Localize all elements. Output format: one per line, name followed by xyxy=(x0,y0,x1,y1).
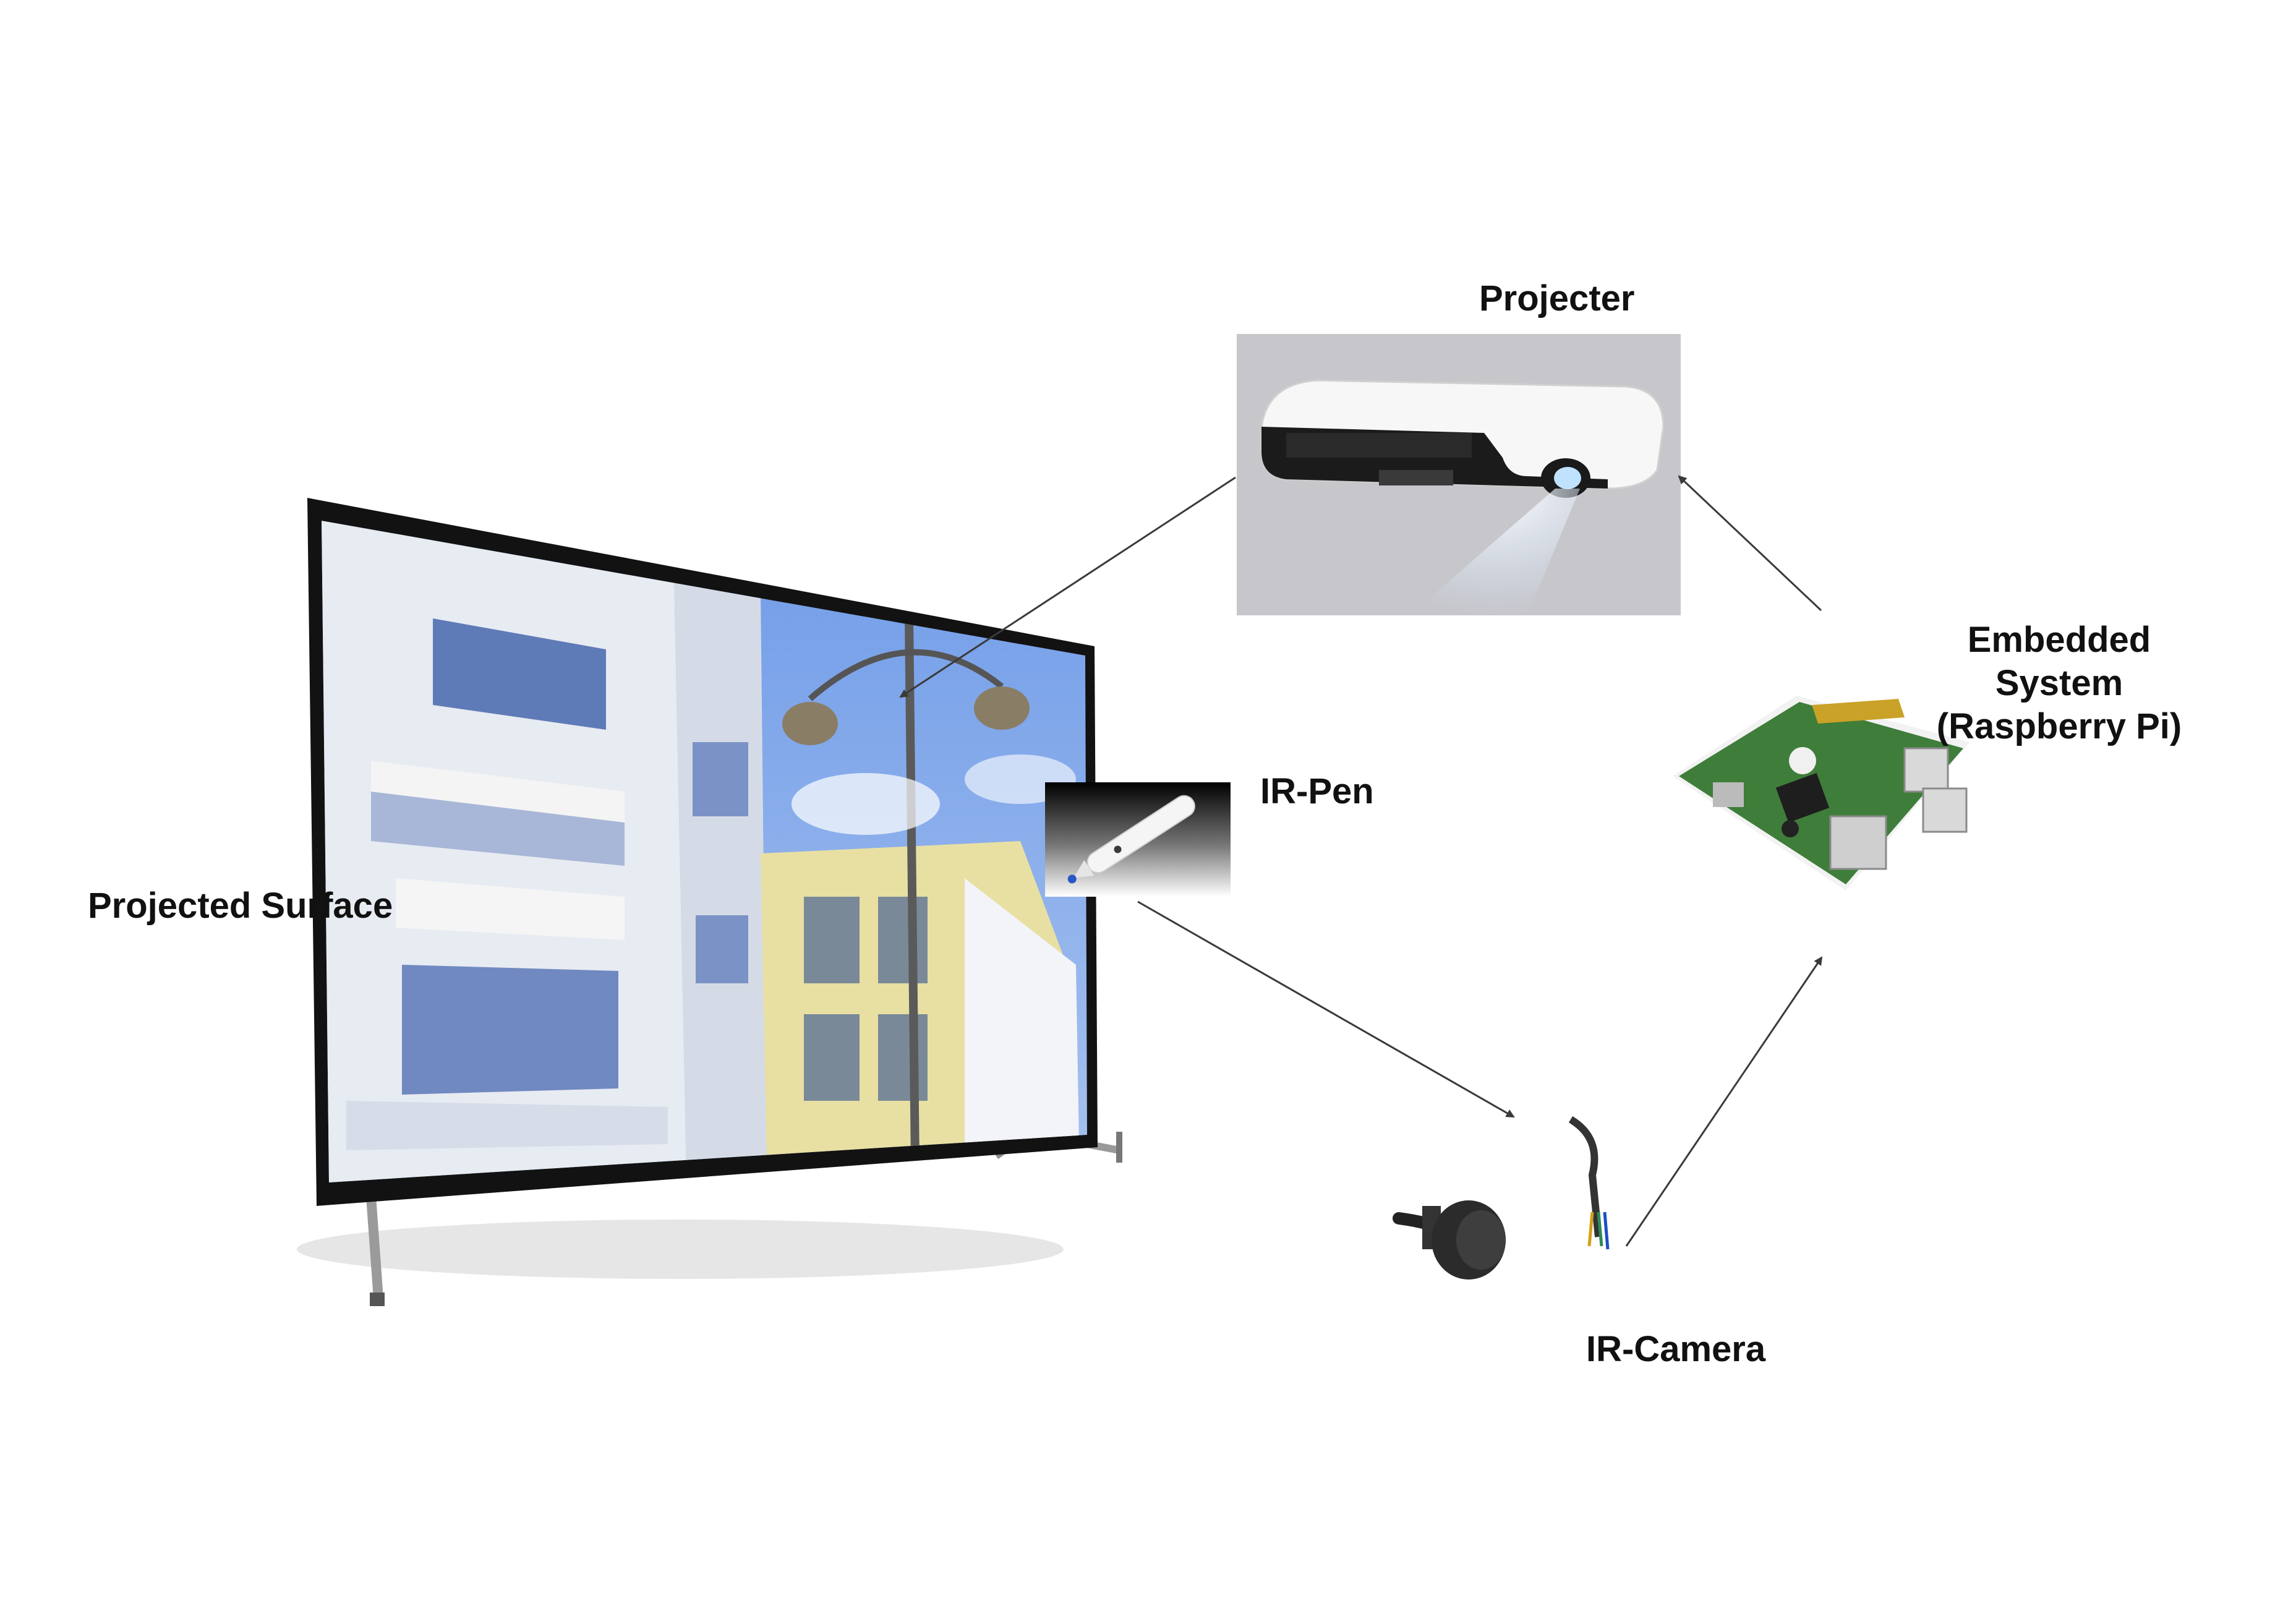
ir-camera-label: IR-Camera xyxy=(1586,1329,1766,1369)
projector-label: Projecter xyxy=(1479,278,1635,318)
ir-camera-image xyxy=(1393,1116,1610,1280)
embedded-label-line-1: Embedded xyxy=(1967,620,2151,660)
embedded-system-label: Embedded System (Raspberry Pi) xyxy=(1917,618,2201,748)
ir-pen-label: IR-Pen xyxy=(1260,771,1374,811)
arrow-camera-to-pi xyxy=(1625,956,1823,1247)
embedded-label-line-2: System xyxy=(1995,663,2123,703)
raspberry-pi-image xyxy=(1673,696,1970,891)
ir-pen-image xyxy=(1045,782,1231,897)
arrow-projector-to-surface xyxy=(899,476,1236,698)
screen-image xyxy=(297,498,1122,1306)
arrow-pen-to-camera xyxy=(1137,900,1515,1118)
projector-image xyxy=(1237,334,1681,615)
embedded-label-line-3: (Raspberry Pi) xyxy=(1936,706,2182,746)
projected-surface-label: Projected Surface xyxy=(88,886,393,926)
arrow-pi-to-projector xyxy=(1678,475,1822,612)
